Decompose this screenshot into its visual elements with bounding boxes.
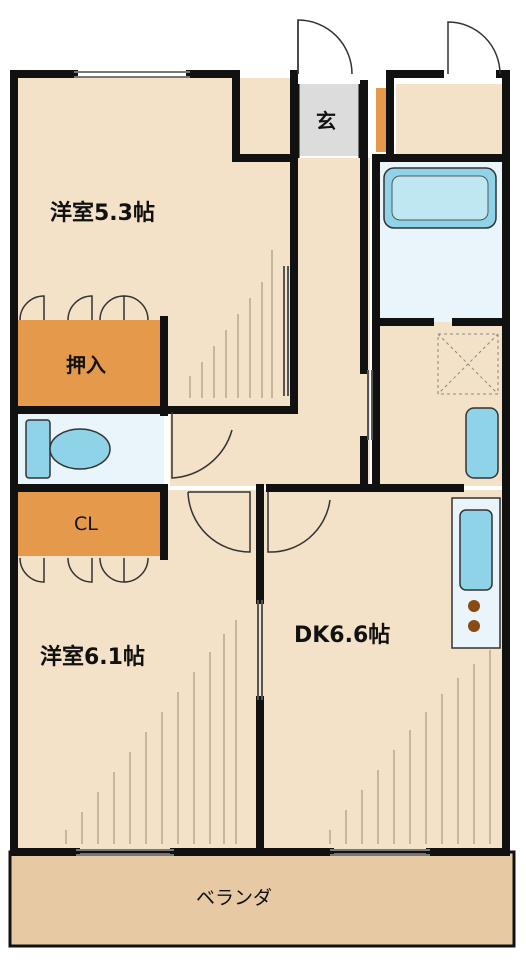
top-right-storage-floor [396,84,504,154]
veranda-label: ベランダ [196,887,272,909]
closet-cl [16,490,164,556]
walls [10,70,510,856]
kitchen-sink [459,509,493,591]
western-room-1-label: 洋室5.3帖 [50,200,155,226]
stove-burner [468,620,480,632]
toilet-tank [25,419,51,479]
washing-machine-space [437,333,499,395]
closet-oshiire-label: 押入 [66,353,106,377]
wash-basin [465,407,499,479]
floor-texture [65,250,491,844]
closet-oshiire [16,320,164,406]
western-room-2-label: 洋室6.1帖 [40,644,145,670]
top-storage-floor [236,84,296,154]
veranda-floor [8,850,516,948]
toilet-bowl [49,428,111,470]
doors [19,19,501,583]
bathtub-inner [391,175,489,221]
sliding-doors [257,266,373,700]
dining-kitchen-label: DK6.6帖 [294,623,390,648]
hallway-floor [170,158,370,486]
closet-cl-label: CL [74,513,98,535]
windows [74,71,430,856]
entrance-strip [376,88,388,152]
entrance-label: 玄 [316,109,336,133]
stove-burner [468,600,480,612]
entrance-floor [298,84,360,156]
